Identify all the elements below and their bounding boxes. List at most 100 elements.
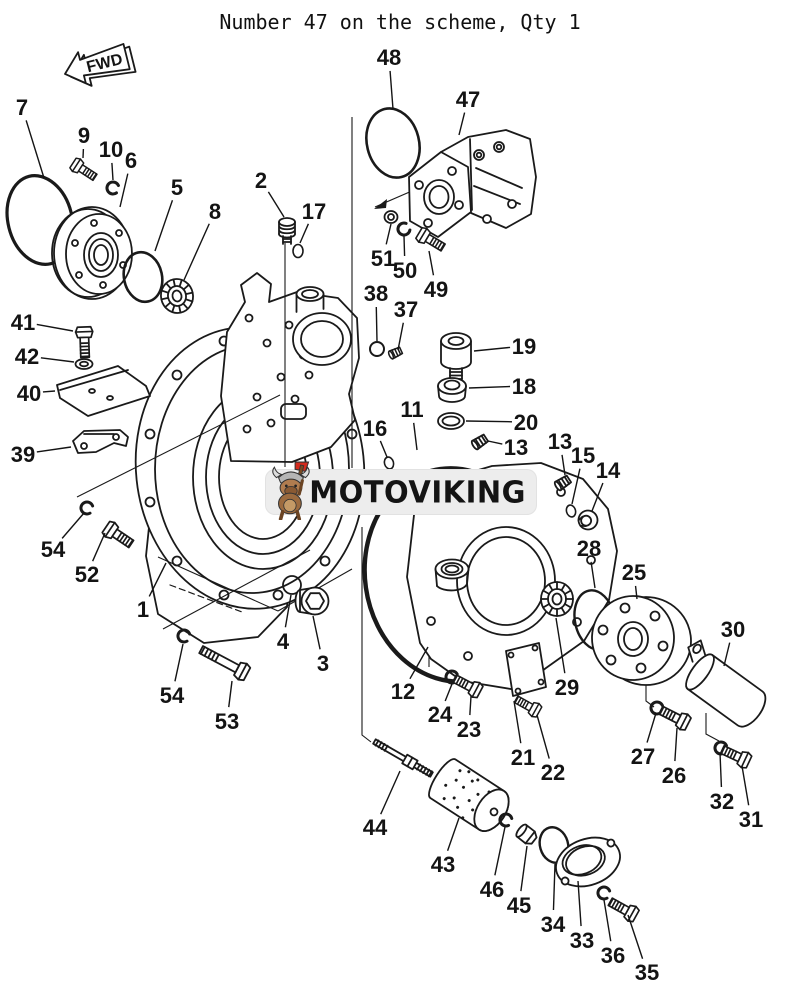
part-callout-42: 42 (15, 344, 39, 369)
leader-line-part-39 (36, 446, 72, 453)
washer-50-drawing (394, 220, 413, 239)
leader-line-part-1 (148, 562, 167, 597)
o-ring-38-drawing (369, 341, 385, 357)
leader-line-part-31 (741, 765, 750, 806)
part-callout-24: 24 (428, 702, 453, 727)
leader-line-part-30 (723, 642, 731, 667)
leader-line-part-6 (119, 173, 129, 208)
leader-line-part-50 (403, 235, 406, 257)
part-callout-20: 20 (514, 410, 538, 435)
part-callout-43: 43 (431, 852, 455, 877)
leader-line-part-53 (228, 680, 233, 708)
part-callout-11: 11 (400, 397, 423, 422)
washer-36-drawing (594, 883, 612, 902)
leader-line-part-2 (267, 191, 285, 218)
part-callout-8: 8 (209, 199, 221, 224)
bearing-29-drawing (540, 581, 574, 617)
o-ring-48-drawing (365, 107, 421, 179)
leader-line-part-46 (494, 826, 506, 876)
plug-14-drawing (577, 509, 599, 531)
leader-line-part-14 (591, 482, 604, 512)
part-callout-17: 17 (302, 199, 326, 224)
part-callout-36: 36 (601, 943, 625, 968)
part-callout-9: 9 (78, 123, 90, 148)
part-callout-49: 49 (424, 277, 448, 302)
leader-line-part-10 (111, 162, 114, 181)
leader-line-part-5 (154, 200, 174, 252)
o-ring-15-drawing (565, 504, 577, 518)
part-callout-34: 34 (541, 912, 566, 937)
cover-30-drawing (685, 639, 767, 728)
pump-47-drawing (408, 129, 537, 238)
leader-line-part-32 (719, 752, 723, 788)
part-callout-30: 30 (721, 617, 745, 642)
washer-51-drawing (383, 210, 399, 224)
part-callout-5: 5 (171, 175, 183, 200)
leader-line-part-24 (444, 683, 453, 702)
leader-line-part-34 (552, 863, 556, 911)
bolt-31-drawing (717, 741, 754, 771)
part-callout-46: 46 (480, 877, 504, 902)
o-ring-17-drawing (292, 243, 304, 259)
part-callout-31: 31 (739, 807, 763, 832)
leader-line-part-8 (183, 223, 210, 281)
leader-line-part-7 (25, 120, 45, 179)
part-callout-12: 12 (391, 679, 415, 704)
part-callout-52: 52 (75, 562, 99, 587)
part-callout-32: 32 (710, 789, 734, 814)
leader-line-part-27 (646, 712, 657, 743)
part-callout-23: 23 (457, 717, 481, 742)
leader-line-part-18 (468, 385, 511, 389)
washer-54b-drawing (174, 626, 192, 645)
part-callout-27: 27 (631, 744, 655, 769)
leader-line-part-19 (473, 346, 511, 352)
flange-33-drawing (555, 836, 621, 888)
part-callout-44: 44 (363, 815, 388, 840)
leader-line-part-49 (428, 250, 435, 276)
main-housing-drawing (134, 272, 366, 644)
leader-line-part-28 (590, 561, 596, 589)
part-callout-14: 14 (596, 458, 621, 483)
flange-hub-25-drawing (591, 595, 692, 686)
part-callout-53: 53 (215, 709, 239, 734)
leader-line-part-12 (409, 646, 429, 680)
stud-44-drawing (372, 738, 434, 778)
part-callout-10: 10 (99, 137, 123, 162)
plug-13a-drawing (469, 432, 490, 452)
part-callout-21: 21 (511, 745, 535, 770)
part-callout-13: 13 (504, 435, 528, 460)
plug-2-drawing (278, 217, 296, 245)
bolt-22-drawing (511, 692, 544, 720)
bolt-41-drawing (74, 325, 95, 359)
leader-line-part-54 (61, 512, 85, 539)
bolt-53-drawing (195, 640, 253, 683)
leader-line-part-29 (555, 617, 566, 674)
part-callout-35: 35 (635, 960, 659, 985)
part-callout-48: 48 (377, 45, 401, 70)
part-callout-37: 37 (394, 297, 418, 322)
leader-line-part-4 (284, 594, 292, 628)
watermark-text: MOTOVIKING (309, 474, 526, 510)
part-callout-45: 45 (507, 893, 531, 918)
page-title: Number 47 on the scheme, Qty 1 (219, 10, 581, 34)
part-callout-29: 29 (555, 675, 579, 700)
leader-line-part-47 (458, 112, 466, 136)
watermark-badge: MOTOVIKING (266, 461, 536, 520)
leader-line-part-45 (520, 845, 528, 892)
breather-19-drawing (440, 332, 472, 380)
gasket-drawing (505, 642, 547, 697)
filter-perforations (442, 769, 491, 820)
plug-37-drawing (386, 345, 404, 361)
leader-line-part-13 (561, 454, 566, 476)
leader-line-part-16 (379, 440, 388, 458)
part-callout-26: 26 (662, 763, 686, 788)
leader-line-part-17 (299, 223, 310, 244)
leader-line-part-11 (412, 422, 418, 451)
leader-line-part-35 (627, 914, 644, 959)
part-callout-6: 6 (125, 148, 137, 173)
fwd-arrow: FWD (64, 43, 137, 87)
leader-line-part-51 (385, 223, 392, 245)
part-callout-47: 47 (456, 87, 480, 112)
